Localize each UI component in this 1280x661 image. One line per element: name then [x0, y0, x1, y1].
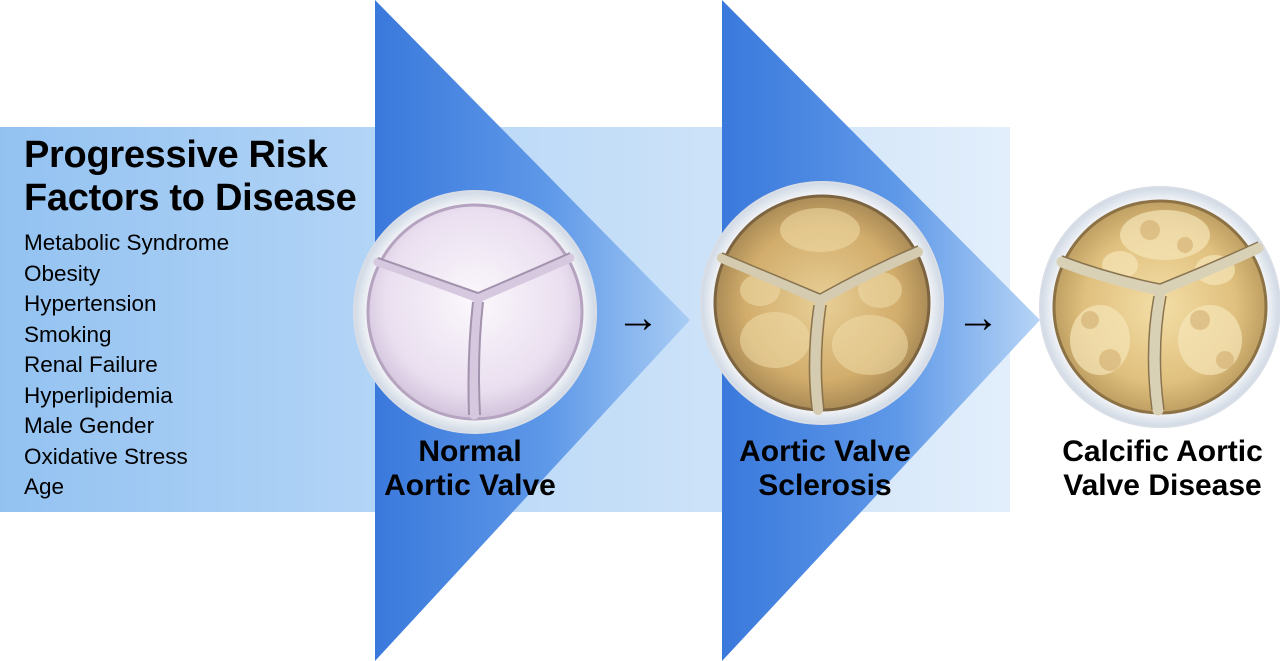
risk-factor-item: Age — [24, 474, 65, 499]
risk-factor-item: Renal Failure — [24, 352, 158, 377]
stage-label-sclerosis: Aortic Valve Sclerosis — [700, 435, 950, 503]
stage-label-line: Aortic Valve — [739, 435, 911, 468]
transition-arrow-icon: → — [616, 293, 660, 342]
stage-label-line: Aortic Valve — [384, 469, 556, 502]
diagram-title: Progressive Risk Factors to Disease — [24, 134, 357, 220]
stage-label-line: Valve Disease — [1063, 469, 1262, 502]
risk-factor-list: Metabolic Syndrome Obesity Hypertension … — [24, 228, 229, 503]
stage-label-line: Sclerosis — [758, 469, 892, 502]
risk-factor-item: Hypertension — [24, 291, 157, 316]
risk-factor-item: Male Gender — [24, 413, 155, 438]
risk-factor-item: Obesity — [24, 260, 101, 286]
stage-label-line: Normal — [418, 435, 522, 468]
stage-label-normal: Normal Aortic Valve — [345, 435, 595, 503]
stage-label-line: Calcific Aortic — [1062, 435, 1263, 468]
stage-label-calcific: Calcific Aortic Valve Disease — [1045, 435, 1280, 503]
calcific-valve-illustration — [1039, 186, 1280, 428]
risk-factor-item: Oxidative Stress — [24, 443, 188, 469]
sclerosis-valve-illustration — [700, 181, 944, 425]
normal-valve-illustration — [353, 190, 597, 434]
risk-factor-item: Metabolic Syndrome — [24, 230, 230, 255]
title-line-1: Progressive Risk — [24, 134, 328, 176]
transition-arrow-icon: → — [956, 293, 1000, 342]
risk-factor-item: Hyperlipidemia — [24, 382, 173, 408]
risk-factor-item: Smoking — [24, 321, 112, 347]
title-line-2: Factors to Disease — [24, 177, 357, 219]
